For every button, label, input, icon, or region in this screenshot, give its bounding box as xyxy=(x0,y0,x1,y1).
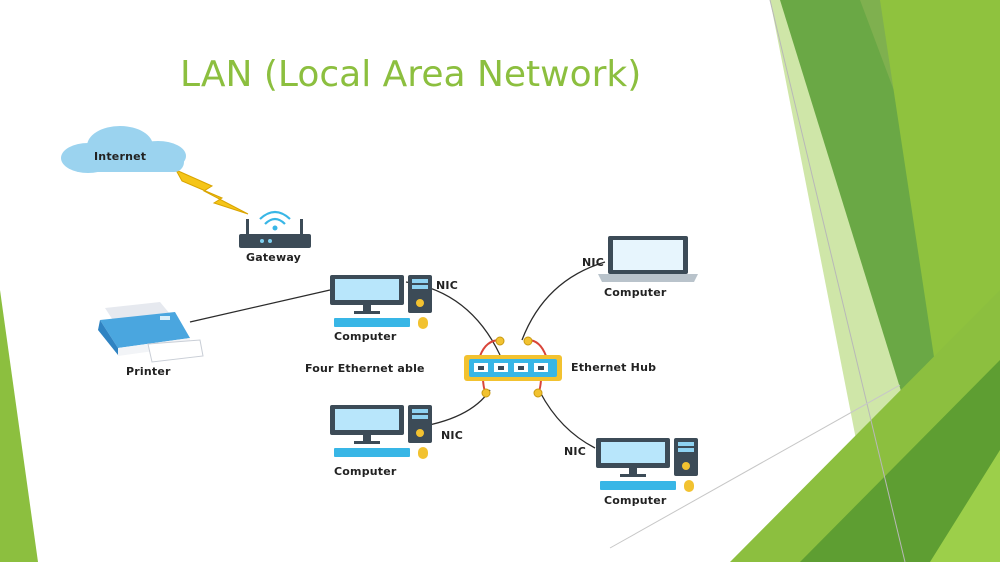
printer-label: Printer xyxy=(126,365,171,378)
nic-label: NIC xyxy=(441,429,463,442)
ethernet-cables-label: Four Ethernet able xyxy=(305,362,425,375)
nic-label: NIC xyxy=(436,279,458,292)
desktop-computer-icon xyxy=(330,405,432,459)
cloud-icon xyxy=(61,126,186,173)
slide-title: LAN (Local Area Network) xyxy=(180,54,642,95)
computer-label: Computer xyxy=(334,330,397,343)
internet-label: Internet xyxy=(94,150,147,163)
computer-label: Computer xyxy=(334,465,397,478)
desktop-computer-icon xyxy=(330,275,432,329)
ethernet-hub-label: Ethernet Hub xyxy=(571,361,657,374)
laptop-icon xyxy=(598,236,698,282)
computer-label: Computer xyxy=(604,286,667,299)
computer-label: Computer xyxy=(604,494,667,507)
desktop-computer-icon xyxy=(596,438,698,492)
nic-label: NIC xyxy=(582,256,604,269)
lightning-bolt-icon xyxy=(174,168,249,215)
nic-label: NIC xyxy=(564,445,586,458)
gateway-label: Gateway xyxy=(246,251,301,264)
printer-icon xyxy=(98,302,204,363)
ethernet-hub-icon xyxy=(464,336,562,398)
router-icon xyxy=(239,210,311,248)
